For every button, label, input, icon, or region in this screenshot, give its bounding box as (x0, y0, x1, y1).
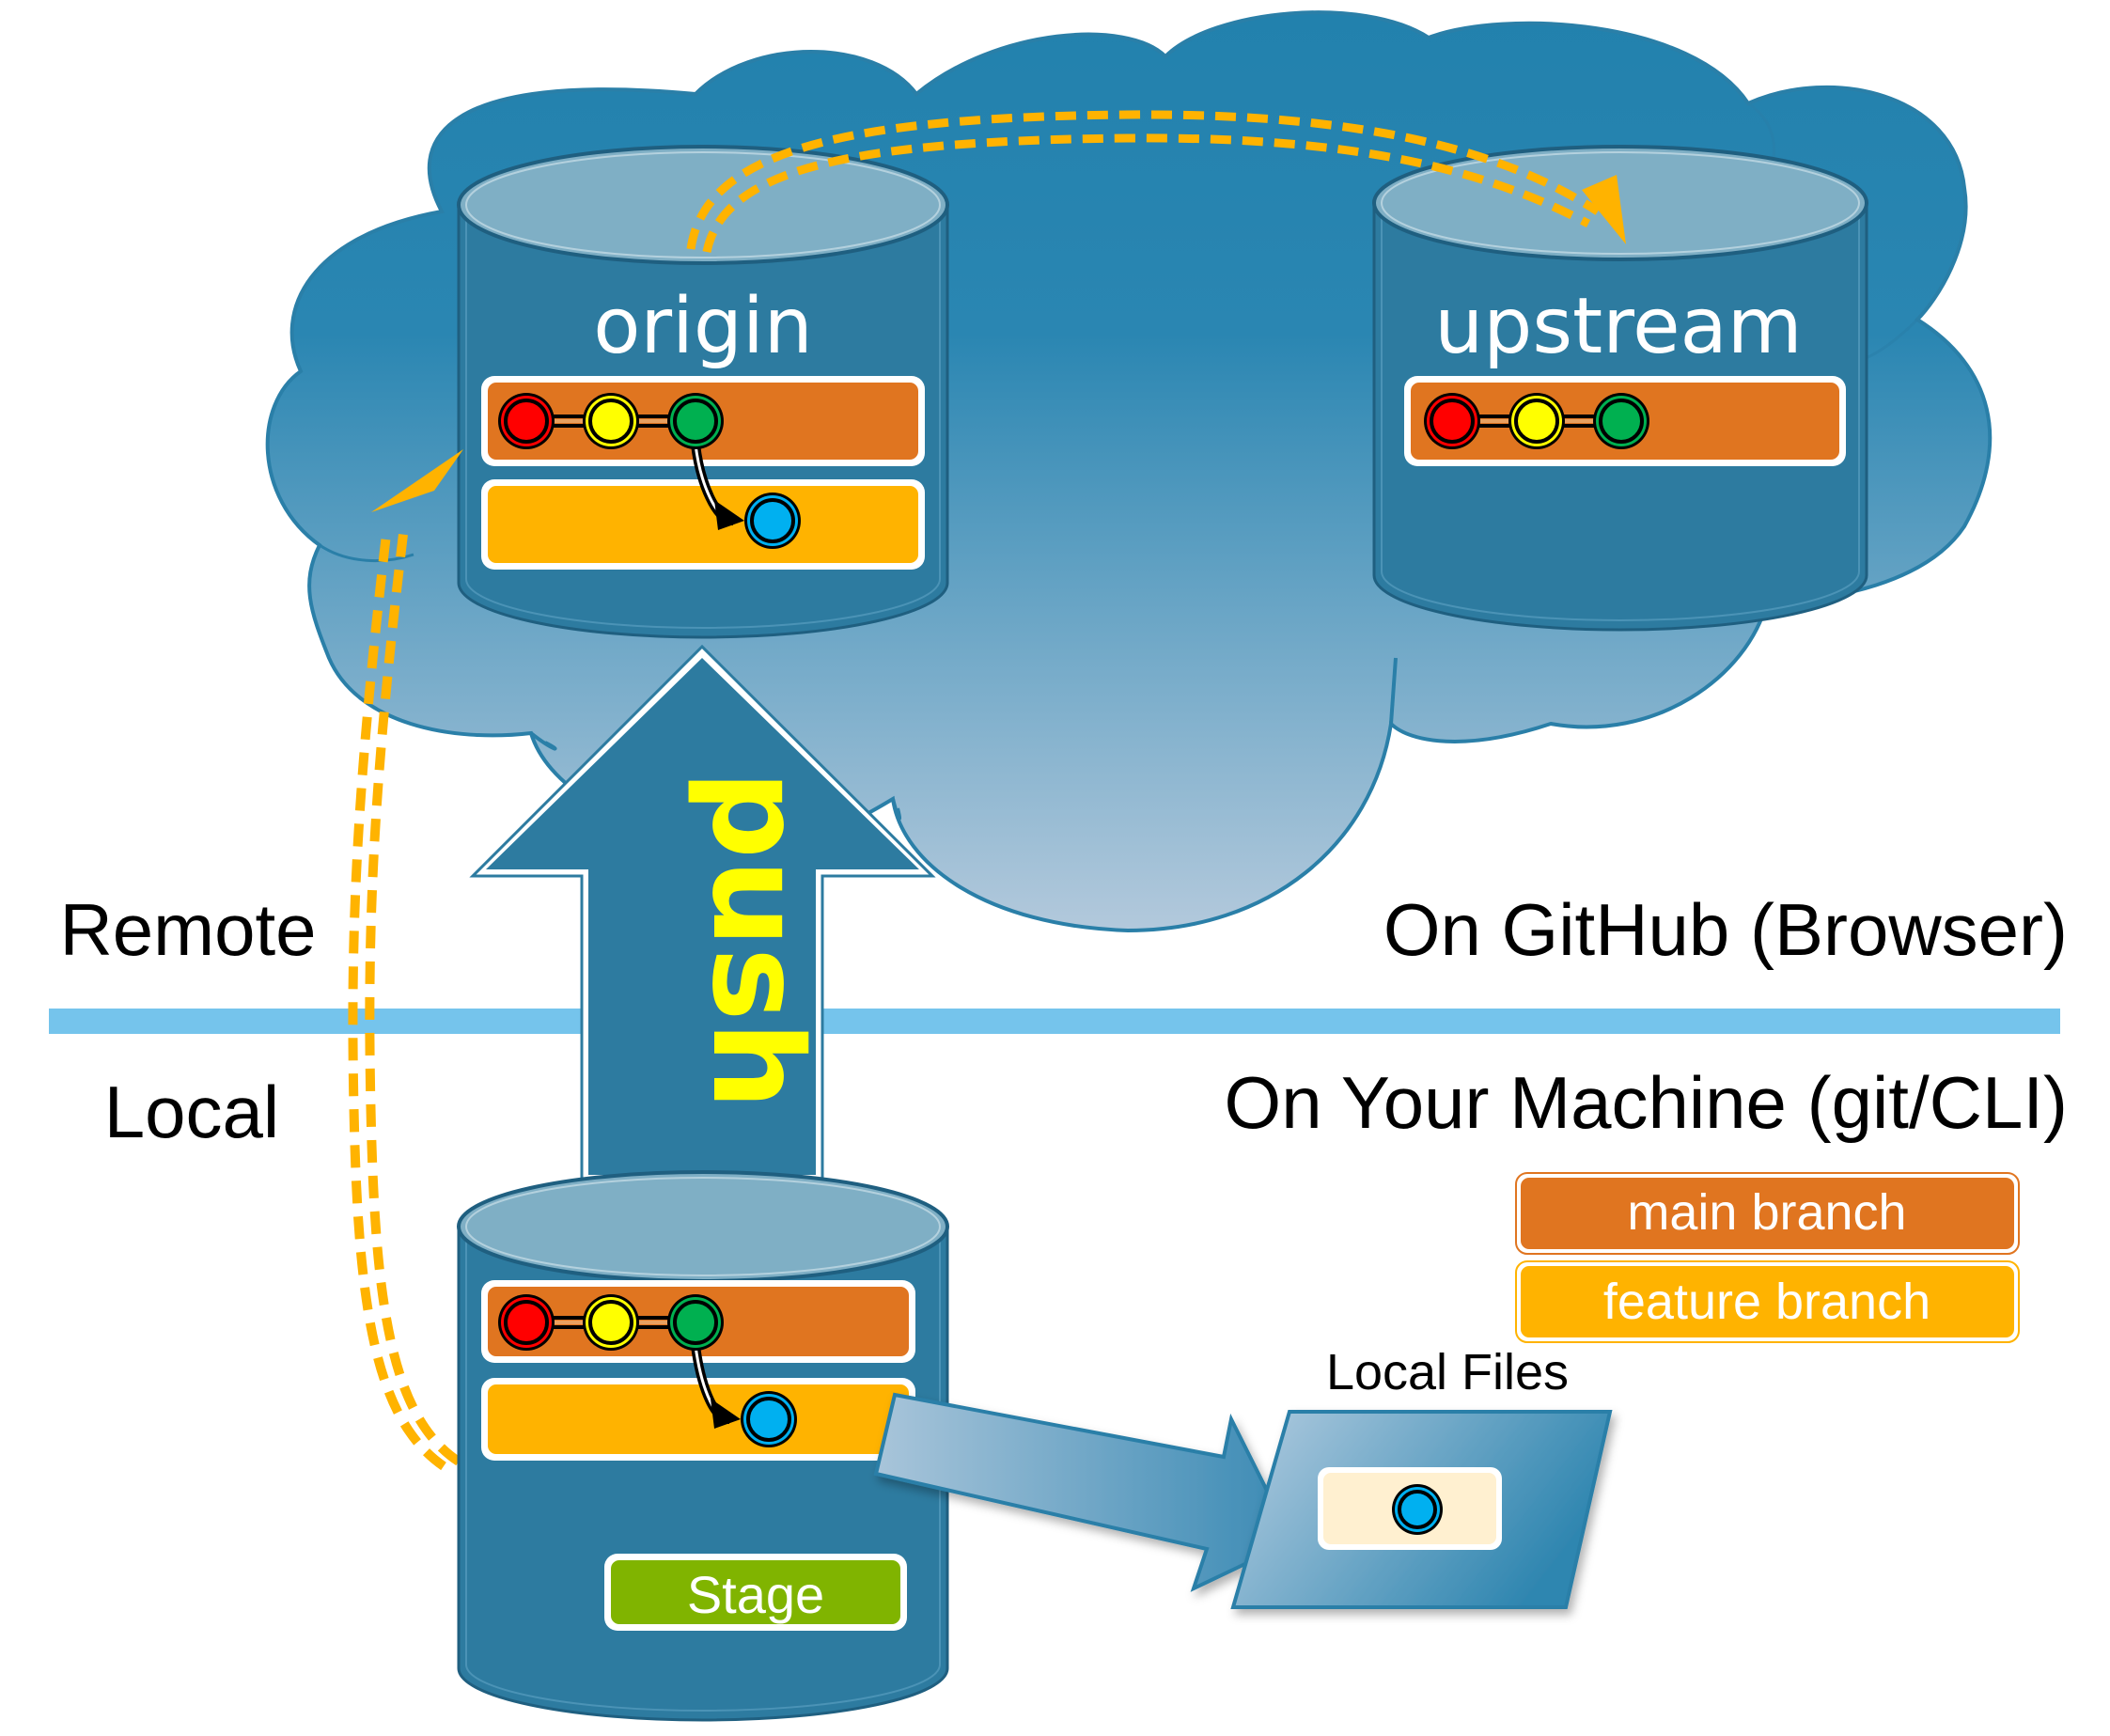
arrowhead-icon (714, 500, 744, 530)
origin-repo: origin (457, 145, 949, 639)
upstream-repo: upstream (1372, 145, 1868, 632)
stage-label: Stage (687, 1565, 824, 1624)
commit-red-icon (498, 393, 555, 449)
origin-to-upstream-dashed-arrow (686, 110, 1626, 253)
remote-zone-description: On GitHub (Browser) (1383, 888, 2068, 971)
remote-zone-label: Remote (59, 888, 316, 971)
arrowhead-icon (711, 1399, 741, 1429)
local-feature-branch (481, 1378, 915, 1461)
local-zone-description: On Your Machine (git/CLI) (1225, 1061, 2068, 1144)
arrowhead-icon (1582, 175, 1626, 244)
local-to-origin-dashed-arrow (348, 449, 463, 1471)
legend: main branch feature branch (1515, 1172, 2020, 1343)
remote-local-divider (49, 1009, 2060, 1034)
commit-red-icon (1424, 393, 1480, 449)
legend-main-label: main branch (1627, 1184, 1906, 1241)
origin-label: origin (593, 282, 812, 371)
local-repo: Stage (457, 1170, 949, 1722)
commit-yellow-icon (1508, 393, 1565, 449)
push-arrow: push (469, 644, 936, 1184)
legend-item-feature-branch: feature branch (1515, 1260, 2020, 1343)
commit-green-icon (667, 1294, 724, 1351)
upstream-label: upstream (1434, 282, 1802, 371)
branch-arrow (691, 1345, 741, 1429)
checkout-arrow (873, 1392, 1295, 1592)
branch-arrow (691, 444, 744, 530)
commit-blue-icon (744, 493, 801, 549)
commit-green-icon (667, 393, 724, 449)
push-label: push (684, 770, 829, 1109)
legend-feature-label: feature branch (1603, 1274, 1930, 1330)
commit-red-icon (498, 1294, 555, 1351)
commit-yellow-icon (583, 393, 639, 449)
local-files-label: Local Files (1326, 1344, 1569, 1400)
commit-blue-icon (741, 1391, 797, 1447)
local-zone-label: Local (104, 1071, 279, 1153)
stage-box: Stage (604, 1554, 907, 1631)
legend-item-main-branch: main branch (1515, 1172, 2020, 1255)
commit-blue-icon (1392, 1484, 1443, 1535)
commit-yellow-icon (583, 1294, 639, 1351)
local-files: Local Files (1230, 1344, 1613, 1609)
commit-green-icon (1593, 393, 1649, 449)
